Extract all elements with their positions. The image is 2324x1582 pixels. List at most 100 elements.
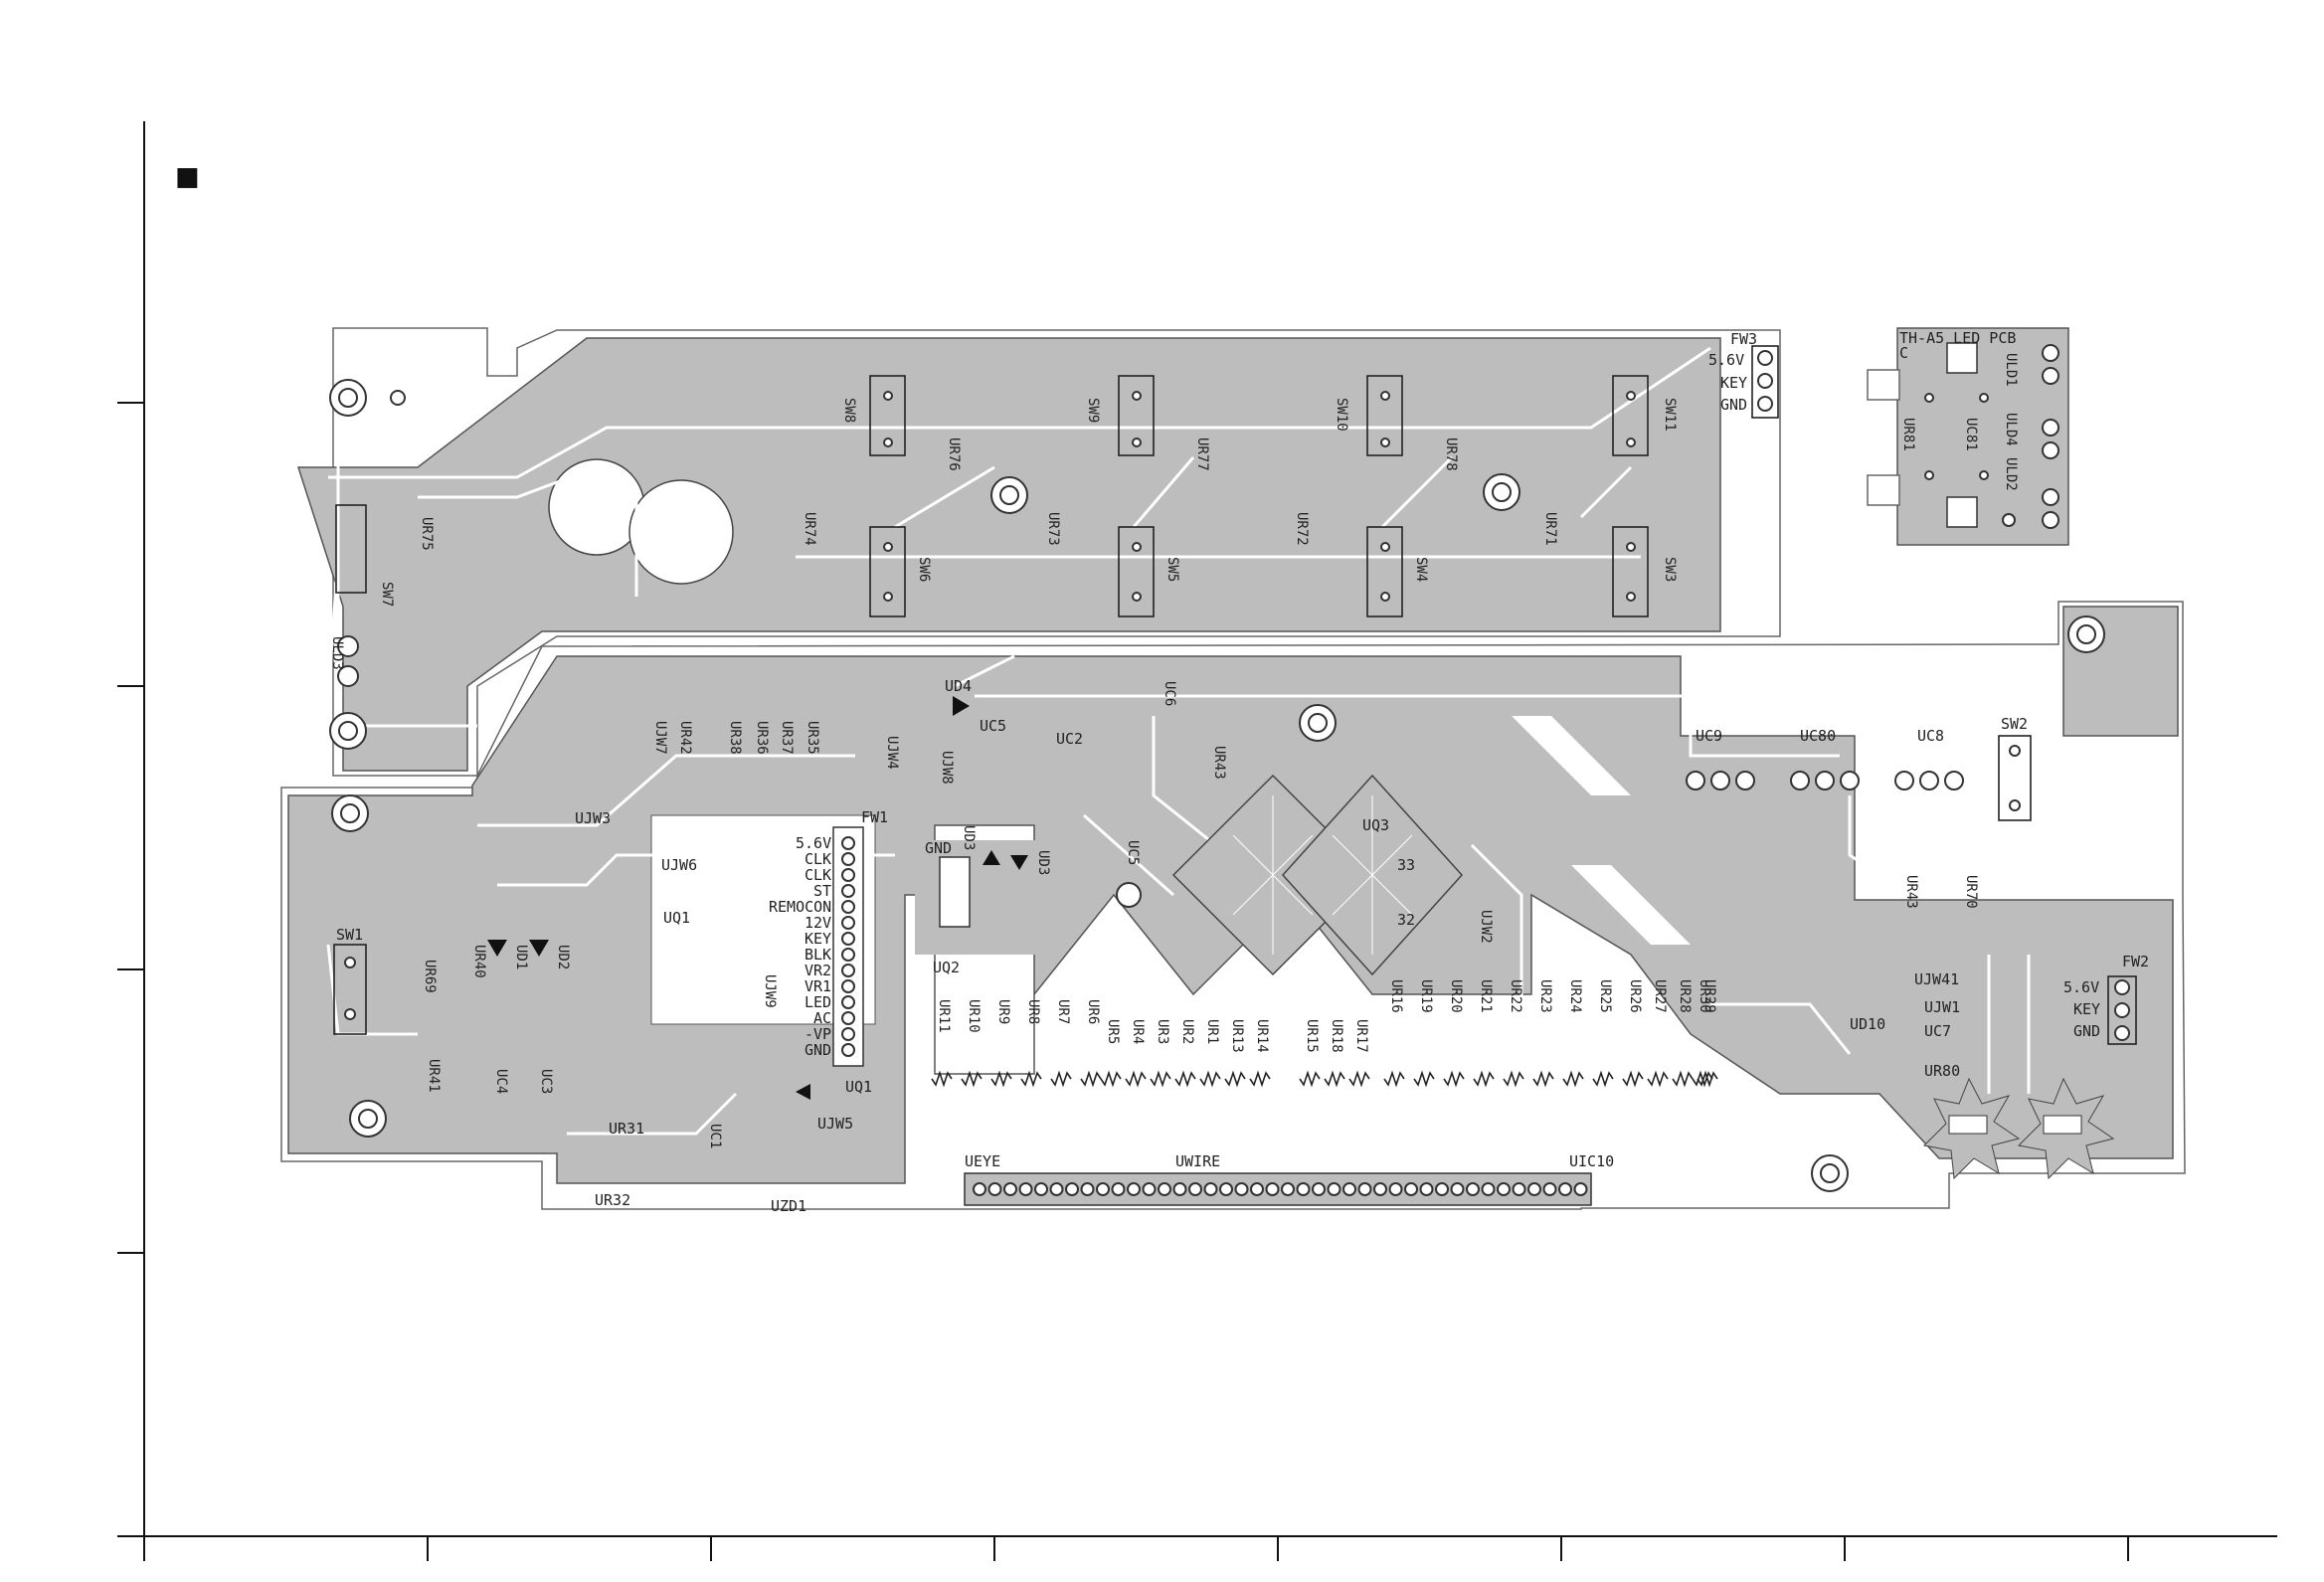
uc2-label: UC1 xyxy=(707,1124,723,1148)
resistor-label: UR1 xyxy=(1204,1019,1220,1044)
uld1-label: ULD1 xyxy=(2003,353,2019,387)
resistor-symbol xyxy=(1383,1070,1405,1088)
vfd-pin xyxy=(1419,1182,1434,1196)
ujw8-label: UJW8 xyxy=(939,751,955,785)
vfd-pin xyxy=(1172,1182,1187,1196)
vfd-pin xyxy=(1542,1182,1557,1196)
fw3-label: FW3 xyxy=(1730,330,1757,348)
diodes xyxy=(487,696,1028,1100)
fw1-pad xyxy=(841,884,855,898)
resistor-symbol xyxy=(1224,1070,1246,1088)
vfd-pin xyxy=(1388,1182,1403,1196)
uzd1-label: UQ1 xyxy=(845,1078,872,1096)
ujw4-label: UJW4 xyxy=(884,736,900,770)
fw1-pads xyxy=(841,836,855,1057)
mounting-holes-lower xyxy=(331,615,2105,1192)
fw3-pin-2: KEY xyxy=(1720,374,1747,392)
ur37-label: UR37 xyxy=(779,721,795,755)
vfd-pin xyxy=(1558,1182,1572,1196)
fw1-pin-label: 12V xyxy=(804,914,831,932)
vfd-pin xyxy=(1497,1182,1511,1196)
resistor-symbol xyxy=(1473,1070,1495,1088)
sw6-label: SW6 xyxy=(916,557,932,582)
uld4-label: ULD4 xyxy=(2003,413,2019,446)
resistor-label: UR26 xyxy=(1627,979,1643,1013)
resistor-symbol xyxy=(1100,1070,1122,1088)
fw2-pin-1: 5.6V xyxy=(2063,978,2099,996)
ur78-label: UR78 xyxy=(1443,438,1459,471)
vfd-pin xyxy=(1357,1182,1372,1196)
vfd-pin xyxy=(1435,1182,1449,1196)
resistor-symbol xyxy=(1348,1070,1370,1088)
ic-pin-32: 32 xyxy=(1397,911,1415,929)
ud3-label: UD3 xyxy=(1035,850,1051,875)
vfd-pin xyxy=(1080,1182,1095,1196)
sw8-label: SW8 xyxy=(841,398,857,423)
fw3-pin-1: 5.6V xyxy=(1708,351,1744,369)
ud2-label: UD2 xyxy=(555,945,571,969)
resistor-label: UR8 xyxy=(1025,999,1041,1024)
resistor-label: UR16 xyxy=(1388,979,1404,1013)
resistor-label: UR19 xyxy=(1418,979,1434,1013)
resistor-label: UR17 xyxy=(1353,1019,1369,1053)
sw5-label: SW5 xyxy=(1164,557,1180,582)
ur73-label: UR73 xyxy=(1045,512,1061,546)
fw2-connector xyxy=(2107,975,2137,1045)
fw3-connector xyxy=(1751,345,1779,419)
ueye-label: UQ1 xyxy=(663,909,690,927)
vfd-pin xyxy=(1111,1182,1126,1196)
vfd-pin xyxy=(1450,1182,1465,1196)
uq-transistors xyxy=(1686,771,1964,791)
resistor-label: UR14 xyxy=(1254,1019,1270,1053)
resistor-label: UR9 xyxy=(995,999,1011,1024)
resistor-symbol xyxy=(1020,1070,1042,1088)
ujw6-label: UJW6 xyxy=(661,856,697,874)
resistor-label: UR10 xyxy=(966,999,982,1033)
ujw3-label: UJW3 xyxy=(575,809,611,827)
fw1-pin-label: CLK xyxy=(804,850,831,868)
fw1-pad xyxy=(841,1043,855,1057)
uc7-label: UC5 xyxy=(1125,840,1141,865)
resistor-symbol xyxy=(1443,1070,1465,1088)
uq3-label: UC80 xyxy=(1800,727,1836,745)
ur31-label: UR31 xyxy=(609,1120,644,1138)
resistor-label: UR24 xyxy=(1567,979,1583,1013)
vfd-label: UZD1 xyxy=(771,1197,806,1215)
fw1-pin-label: AC xyxy=(813,1009,831,1027)
resistor-symbol xyxy=(1150,1070,1171,1088)
fw1-pin-label: 5.6V xyxy=(796,834,831,852)
sw2-label: SW2 xyxy=(2001,715,2028,733)
vfd-pin xyxy=(1219,1182,1233,1196)
ujw2-label: UJW2 xyxy=(1478,910,1494,944)
ur71-label: UR71 xyxy=(1542,512,1558,546)
mounting-holes-upper xyxy=(329,379,1520,750)
left-ticks xyxy=(117,402,144,1254)
ur41-label: UR43 xyxy=(1211,746,1227,780)
uc4-label: UC3 xyxy=(538,1069,554,1094)
vfd-pin xyxy=(1265,1182,1280,1196)
vfd-pin xyxy=(1158,1182,1171,1196)
resistor-symbol xyxy=(1503,1070,1524,1088)
resistor-label: UR11 xyxy=(936,999,952,1033)
led-pcb-title: TH-A5 LED PCB xyxy=(1899,329,2016,347)
ur75-label: UR75 xyxy=(419,517,435,551)
fw1-pad xyxy=(841,979,855,993)
vfd-pin xyxy=(1512,1182,1526,1196)
ur38-label: UR38 xyxy=(727,721,743,755)
g11-label: UEYE xyxy=(965,1152,1000,1170)
ujw41-label: UJW41 xyxy=(1914,970,1959,988)
resistor-symbol xyxy=(1299,1070,1321,1088)
gnd-label: GND xyxy=(925,839,952,857)
vfd-pin xyxy=(1049,1182,1064,1196)
vfd-pin xyxy=(1312,1182,1326,1196)
ur76-label: UR76 xyxy=(946,438,962,471)
ur69-label: UR69 xyxy=(422,960,438,993)
vfd-pin xyxy=(1481,1182,1496,1196)
fw1-pin-label: REMOCON xyxy=(769,898,831,916)
upper-switches xyxy=(335,375,1649,617)
uc1-label: UD10 xyxy=(1850,1015,1885,1033)
uic10-label: UQ3 xyxy=(1362,816,1389,834)
resistor-label: UR18 xyxy=(1329,1019,1344,1053)
vfd-pin xyxy=(1250,1182,1264,1196)
ur80-label: UR80 xyxy=(1924,1062,1960,1080)
